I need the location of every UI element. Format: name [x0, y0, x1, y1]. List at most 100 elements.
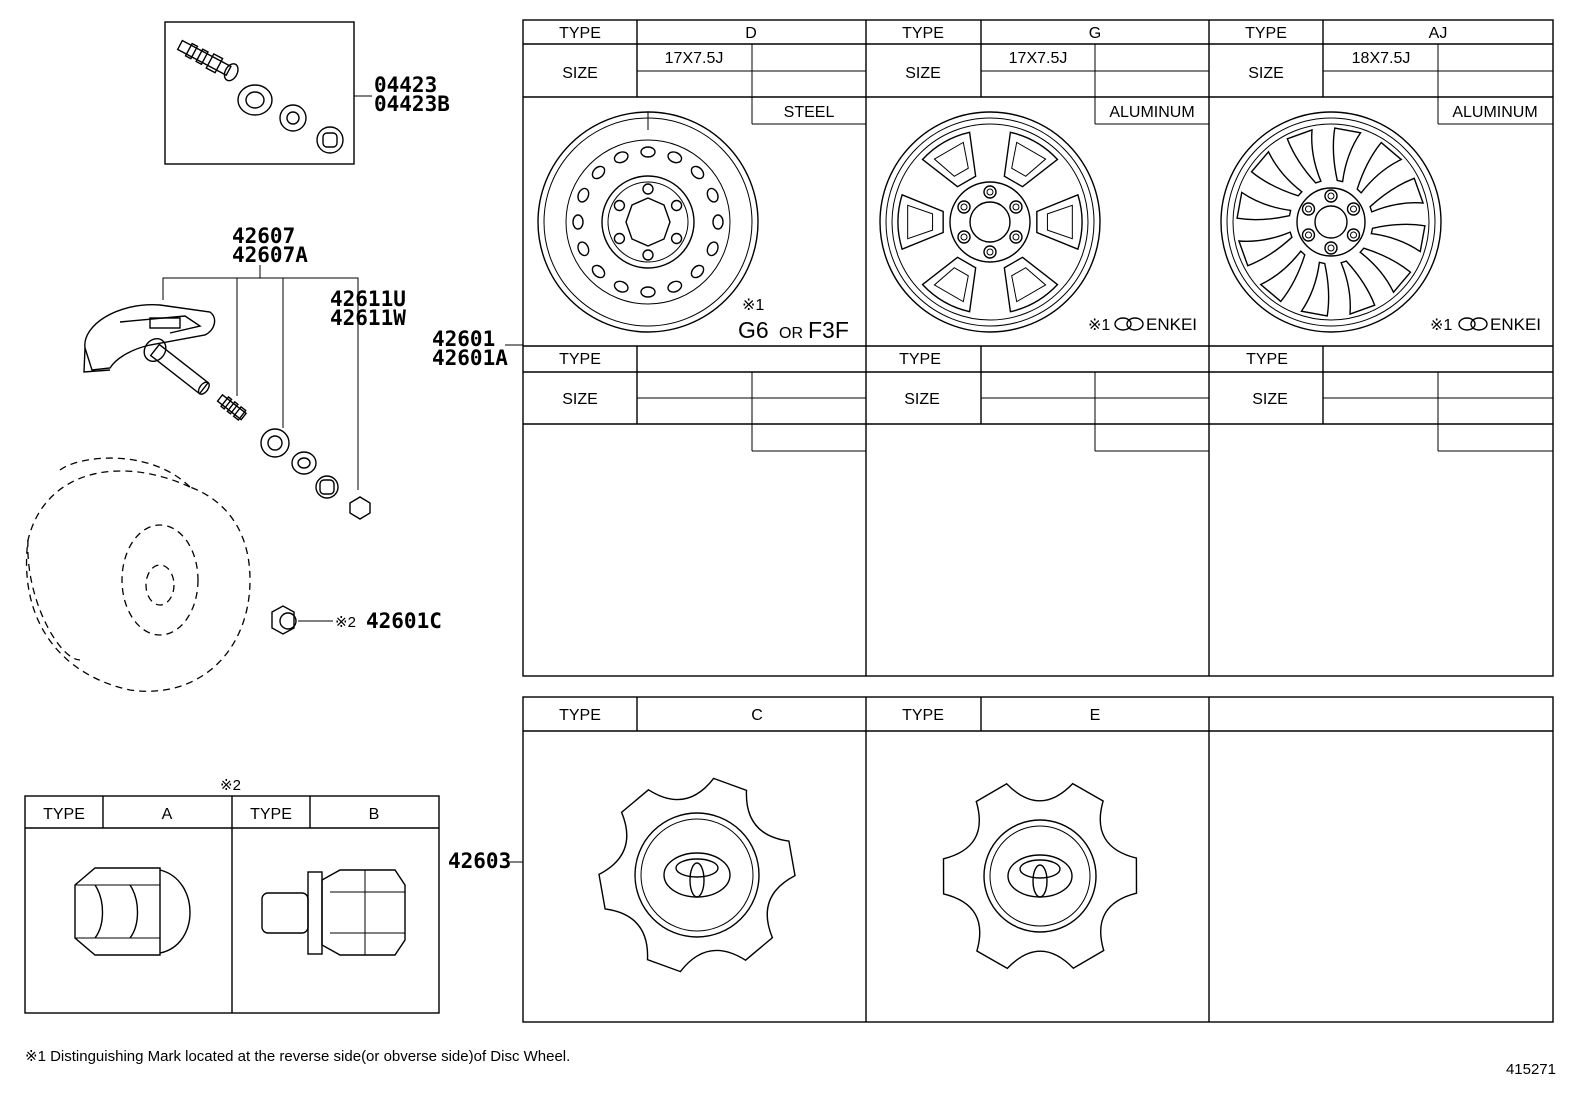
spoke-window [1259, 250, 1306, 303]
wheel-d-mark-ref: ※1 [742, 297, 764, 314]
lug-hole-inner [1012, 203, 1020, 211]
part-42611u: 42611U [330, 287, 406, 311]
ornament-table: 42603 TYPE C TYPE E [448, 696, 1554, 1023]
wheel-g-material: ALUMINUM [1109, 104, 1194, 121]
steel-wheel-hole [690, 264, 705, 279]
empty-size-label-3: SIZE [1252, 391, 1288, 408]
wheel-g-mark-ref: ※1 [1088, 317, 1110, 334]
lug-hole-inner [1327, 244, 1335, 252]
steel-wheel-hole [712, 214, 724, 230]
lug-hole [670, 199, 683, 212]
nut-type-a: A [162, 806, 173, 823]
tire-outline [26, 457, 251, 692]
ornament-cap-e [942, 782, 1138, 970]
steel-wheel-hole [577, 187, 590, 203]
lug-hole-inner [1327, 192, 1335, 200]
wheel-aj-size: 18X7.5J [1352, 50, 1411, 67]
steel-wheel-hole [690, 165, 705, 180]
lug-hole-inner [1350, 231, 1358, 239]
lug-hole [983, 245, 997, 259]
lug-hole [1301, 228, 1316, 242]
enkei-logo-icon [1114, 317, 1144, 331]
steel-wheel-hole [613, 151, 629, 164]
part-42601c: 42601C [366, 609, 442, 633]
part-42611w: 42611W [330, 306, 406, 330]
spoke-window [1003, 131, 1059, 188]
spoke-window-inner [907, 204, 934, 240]
part-42601: 42601 [432, 327, 495, 351]
ornament-c-type: C [751, 707, 763, 724]
spoke-window [1356, 141, 1403, 194]
steel-wheel-hole [577, 241, 590, 257]
lug-hole [983, 185, 997, 199]
spoke-window [1369, 177, 1425, 213]
steel-wheel-hole [591, 165, 606, 180]
spoke-window [1300, 261, 1330, 317]
nut-type-b: B [369, 806, 380, 823]
wheel-d-size: 17X7.5J [665, 50, 724, 67]
lug-hole [613, 232, 626, 245]
steel-wheel-d: ※1 G6 OR F3F [537, 111, 849, 343]
steel-wheel-hole [706, 187, 719, 203]
steel-wheel-hole [667, 280, 683, 293]
nut-type-label-b: TYPE [250, 806, 292, 823]
lug-hole-inner [1350, 205, 1358, 213]
lug-hole-inner [986, 248, 994, 256]
wheel-g-size: 17X7.5J [1009, 50, 1068, 67]
wheel-aj-mark: ENKEI [1490, 315, 1541, 334]
nut-table: ※2 TYPE A TYPE B [24, 777, 440, 1014]
empty-size-label-2: SIZE [904, 391, 940, 408]
enkei-logo-icon [1458, 317, 1488, 331]
hub-nut-ref: ※2 [335, 614, 356, 631]
disc-wheel-table: 42601 42601A [432, 19, 1554, 677]
empty-type-label-3: TYPE [1246, 351, 1288, 368]
steel-wheel-hole [640, 146, 656, 158]
wheel-d-mark-alt: F3F [808, 317, 849, 343]
aluminum-wheel-aj: ※1 ENKEI [1220, 111, 1541, 334]
wheel-aj-type: AJ [1429, 25, 1448, 42]
part-04423b: 04423B [374, 92, 450, 116]
ornament-e-type-label: TYPE [902, 707, 944, 724]
footnote: ※1 Distinguishing Mark located at the re… [25, 1048, 570, 1065]
lug-hole [642, 249, 654, 261]
wheel-g-size-label: SIZE [905, 65, 941, 82]
hub-nut-group: ※2 42601C [271, 605, 442, 635]
wheel-aj-mark-ref: ※1 [1430, 317, 1452, 334]
lug-hole [613, 199, 626, 212]
lug-hole [1346, 202, 1361, 216]
spoke-window [1332, 127, 1362, 183]
spoke-window [921, 256, 977, 313]
part-42603: 42603 [448, 849, 511, 873]
lug-hole [1324, 241, 1338, 255]
wheel-d-type: D [745, 25, 757, 42]
valve-kit-group: 04423 04423B [164, 21, 450, 165]
lug-hole-inner [986, 188, 994, 196]
spoke-window [1036, 193, 1083, 251]
spoke-window-inner [1011, 141, 1047, 177]
part-42607a: 42607A [232, 243, 308, 267]
wheel-aj-size-label: SIZE [1248, 65, 1284, 82]
steel-wheel-hole [706, 241, 719, 257]
toyota-logo-icon [1007, 854, 1073, 898]
lug-hole-inner [960, 203, 968, 211]
cap-nut-a [74, 867, 191, 956]
lug-hole-inner [960, 233, 968, 241]
steel-wheel-hole [640, 286, 656, 298]
aluminum-wheel-g: ※1 ENKEI [879, 111, 1197, 334]
wheel-d-mark-or: OR [779, 325, 803, 342]
steel-wheel-hole [613, 280, 629, 293]
spoke-window [1236, 191, 1292, 221]
sensor-group: 42607 42607A 42611U 42611W [83, 224, 406, 520]
spoke-window [921, 131, 977, 188]
spoke-window [1370, 223, 1426, 253]
spoke-window-inner [1011, 267, 1047, 303]
steel-wheel-hole [591, 264, 606, 279]
nut-table-ref: ※2 [220, 777, 241, 794]
ornament-c-type-label: TYPE [559, 707, 601, 724]
toyota-logo-icon [663, 852, 731, 898]
lug-hole [1324, 189, 1338, 203]
lug-hole [642, 183, 654, 195]
empty-size-label-1: SIZE [562, 391, 598, 408]
spoke-window [1237, 231, 1293, 267]
